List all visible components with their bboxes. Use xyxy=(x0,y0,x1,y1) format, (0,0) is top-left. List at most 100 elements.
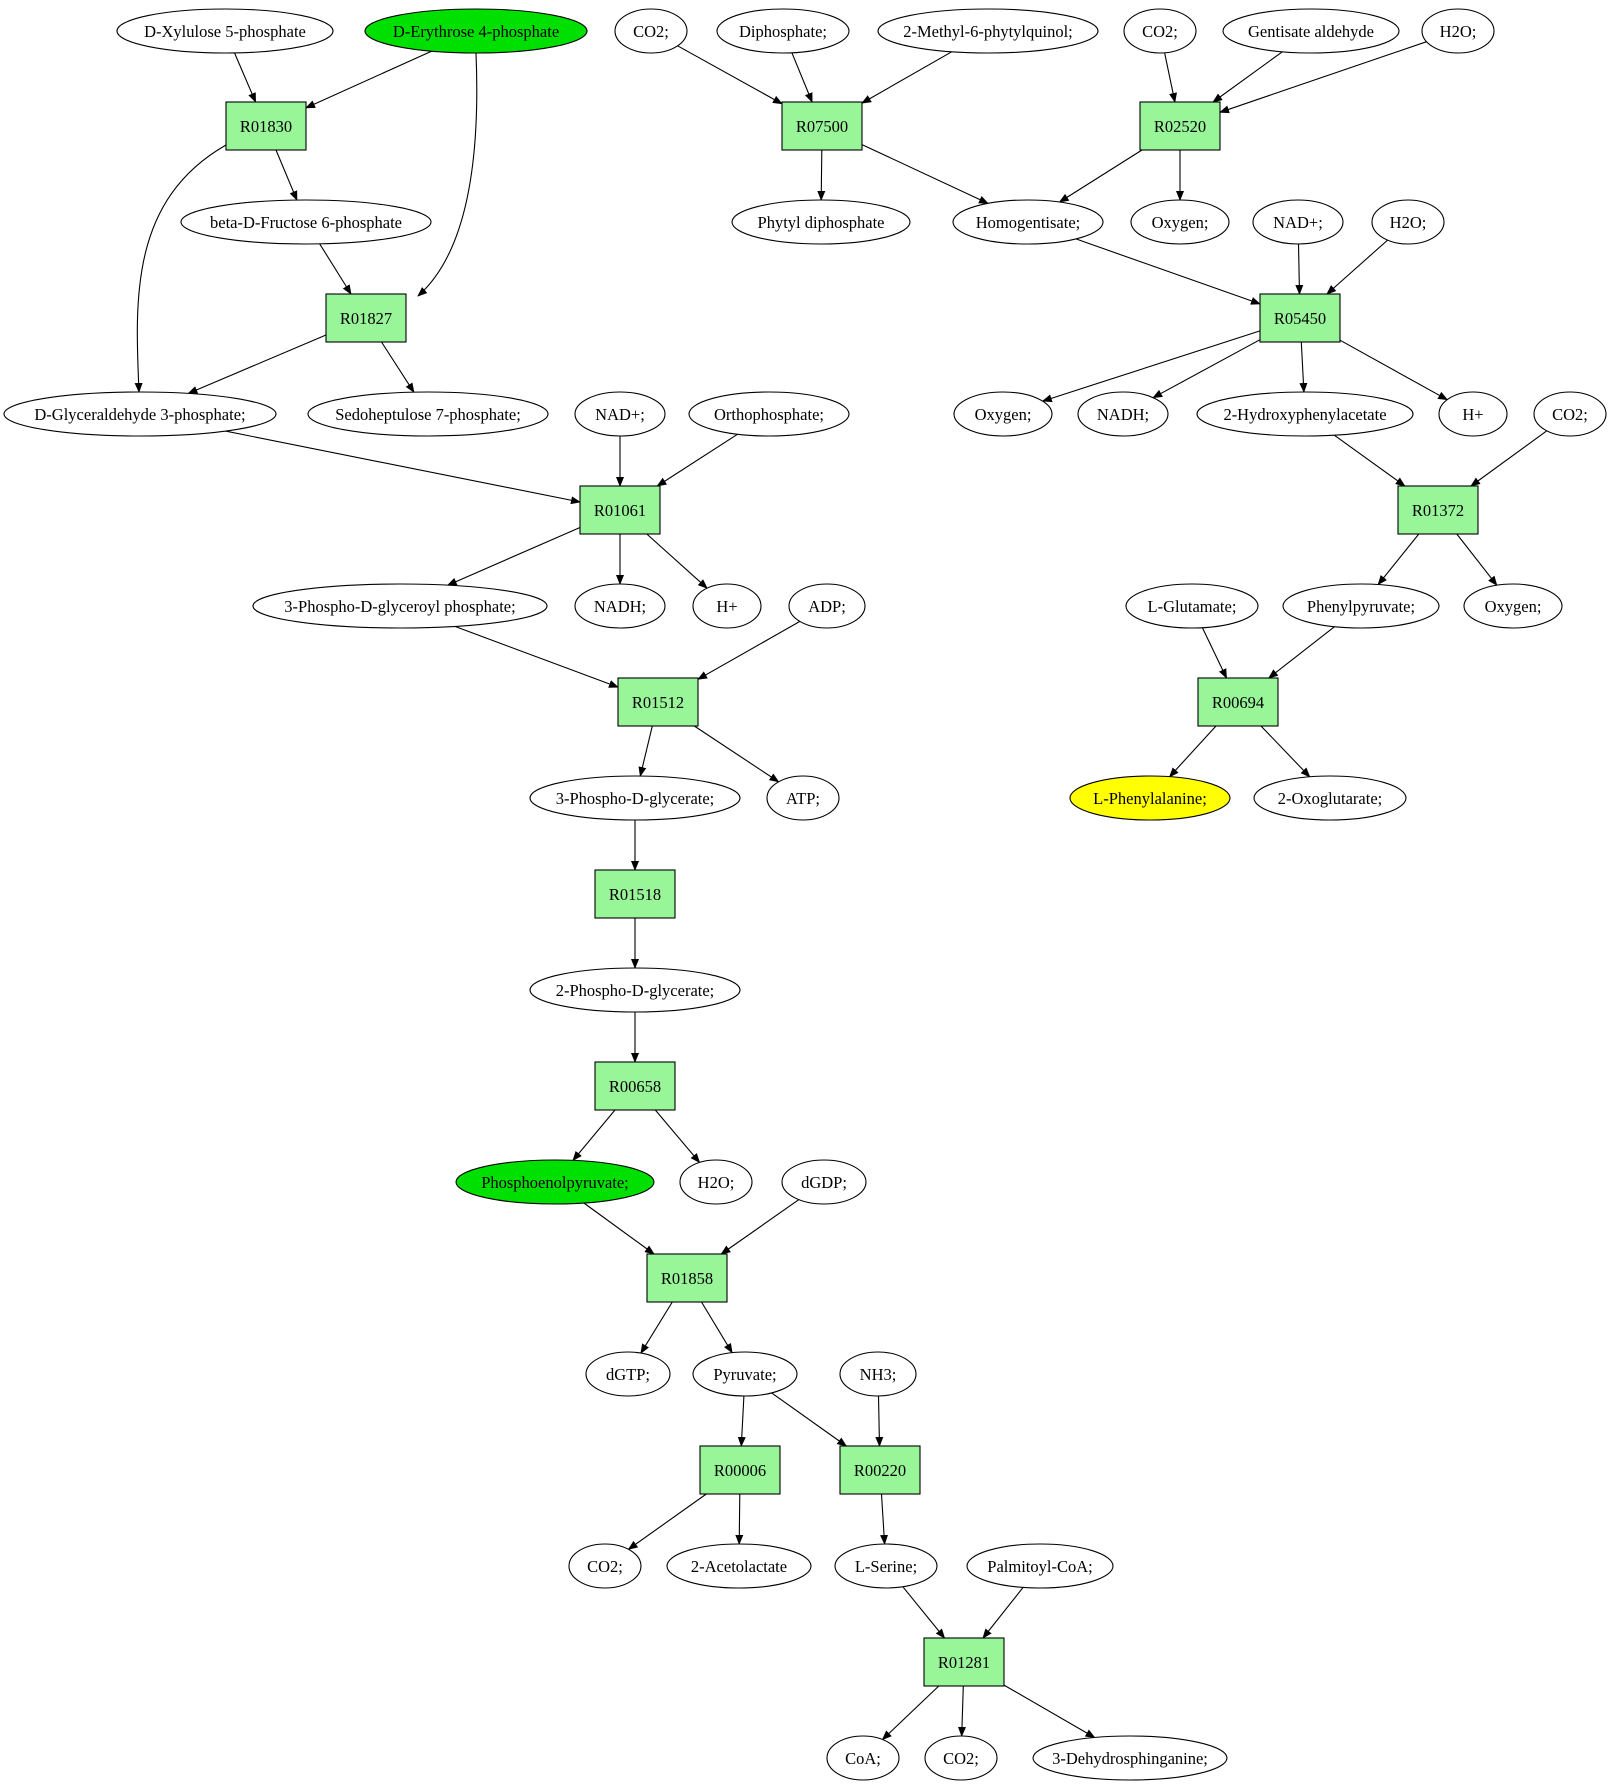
compound-node-oxygen_2[interactable]: Oxygen; xyxy=(953,391,1053,437)
edge-r_R01827-to-c_g3p xyxy=(187,334,327,394)
compound-ellipse xyxy=(952,199,1104,245)
reaction-node-R02520[interactable]: R02520 xyxy=(1139,101,1221,151)
reaction-node-R01281[interactable]: R01281 xyxy=(923,1637,1005,1687)
compound-node-dgtp[interactable]: dGTP; xyxy=(585,1351,671,1397)
reaction-node-R01827[interactable]: R01827 xyxy=(325,293,407,343)
compound-node-methylphytylquinol[interactable]: 2-Methyl-6-phytylquinol; xyxy=(877,8,1099,54)
compound-node-2pg[interactable]: 2-Phospho-D-glycerate; xyxy=(529,967,741,1013)
reaction-node-R01830[interactable]: R01830 xyxy=(225,101,307,151)
compound-ellipse xyxy=(1371,199,1445,245)
compound-node-sedoheptulose7p[interactable]: Sedoheptulose 7-phosphate; xyxy=(307,391,549,437)
compound-ellipse xyxy=(1069,775,1231,821)
compound-node-xylulose5p[interactable]: D-Xylulose 5-phosphate xyxy=(116,8,334,54)
compound-node-coa[interactable]: CoA; xyxy=(826,1735,900,1781)
edge-line xyxy=(902,1586,946,1639)
node-label: R01827 xyxy=(340,309,392,328)
compound-node-nadh_1[interactable]: NADH; xyxy=(574,583,666,629)
compound-ellipse xyxy=(1421,8,1495,54)
compound-ellipse xyxy=(1077,391,1169,437)
compound-ellipse xyxy=(1196,391,1414,437)
edge-c_adp-to-r_R01512 xyxy=(697,620,801,680)
compound-node-co2_1[interactable]: CO2; xyxy=(614,8,688,54)
reaction-node-R00658[interactable]: R00658 xyxy=(594,1061,676,1111)
edge-line xyxy=(701,1301,733,1354)
compound-node-diphosphate[interactable]: Diphosphate; xyxy=(716,8,850,54)
compound-node-co2_3[interactable]: CO2; xyxy=(1533,391,1607,437)
compound-node-oxygen_3[interactable]: Oxygen; xyxy=(1463,583,1563,629)
compound-node-h2o_1[interactable]: H2O; xyxy=(1421,8,1495,54)
reaction-node-R01858[interactable]: R01858 xyxy=(646,1253,728,1303)
compound-node-hplus_1[interactable]: H+ xyxy=(692,583,762,629)
compound-node-homogentisate[interactable]: Homogentisate; xyxy=(952,199,1104,245)
edge-r_R01512-to-c_atp xyxy=(693,725,780,783)
reaction-node-R00006[interactable]: R00006 xyxy=(699,1445,781,1495)
compound-node-co2_5[interactable]: CO2; xyxy=(924,1735,998,1781)
edge-r_R00220-to-c_serine xyxy=(880,1493,889,1545)
reaction-node-R00694[interactable]: R00694 xyxy=(1197,677,1279,727)
reaction-node-R05450[interactable]: R05450 xyxy=(1259,293,1341,343)
compound-node-h2o_2[interactable]: H2O; xyxy=(1371,199,1445,245)
compound-ellipse xyxy=(574,391,666,437)
compound-node-3pg[interactable]: 3-Phospho-D-glycerate; xyxy=(529,775,741,821)
compound-node-oxygen_1[interactable]: Oxygen; xyxy=(1130,199,1230,245)
reaction-node-R07500[interactable]: R07500 xyxy=(781,101,863,151)
compound-node-orthophosphate[interactable]: Orthophosphate; xyxy=(688,391,850,437)
edge-line xyxy=(1168,725,1217,778)
edge-line xyxy=(1295,243,1304,295)
compound-node-glutamate[interactable]: L-Glutamate; xyxy=(1125,583,1259,629)
reaction-node-R01061[interactable]: R01061 xyxy=(579,485,661,535)
compound-node-oxoglutarate[interactable]: 2-Oxoglutarate; xyxy=(1253,775,1407,821)
compound-node-3pgp[interactable]: 3-Phospho-D-glyceroyl phosphate; xyxy=(252,583,548,629)
compound-node-phytyldiphosphate[interactable]: Phytyl diphosphate xyxy=(731,199,911,245)
edge-line xyxy=(1333,434,1406,487)
compound-node-serine[interactable]: L-Serine; xyxy=(834,1543,938,1589)
compound-ellipse xyxy=(716,8,850,54)
node-label: R01858 xyxy=(661,1269,713,1288)
compound-ellipse xyxy=(731,199,911,245)
reaction-node-R01372[interactable]: R01372 xyxy=(1397,485,1479,535)
compound-node-nad_1[interactable]: NAD+; xyxy=(574,391,666,437)
edge-r_R05450-to-c_oxygen_2 xyxy=(1041,330,1261,403)
edge-c_erythrose4p-to-r_R01830 xyxy=(305,50,432,109)
edge-line xyxy=(677,45,783,105)
reaction-node-R01512[interactable]: R01512 xyxy=(617,677,699,727)
compound-node-phenylalanine[interactable]: L-Phenylalanine; xyxy=(1069,775,1231,821)
reaction-node-R00220[interactable]: R00220 xyxy=(839,1445,921,1495)
compound-node-g3p[interactable]: D-Glyceraldehyde 3-phosphate; xyxy=(3,391,277,437)
node-label: R00006 xyxy=(714,1461,766,1480)
compound-node-phenylpyruvate[interactable]: Phenylpyruvate; xyxy=(1282,583,1440,629)
compound-node-palmitoylcoa[interactable]: Palmitoyl-CoA; xyxy=(966,1543,1114,1589)
compound-node-h2o_3[interactable]: H2O; xyxy=(679,1159,753,1205)
compound-node-dgdp[interactable]: dGDP; xyxy=(781,1159,867,1205)
compound-node-fructose6p[interactable]: beta-D-Fructose 6-phosphate xyxy=(180,199,432,245)
compound-node-nad_2[interactable]: NAD+; xyxy=(1252,199,1344,245)
compound-node-co2_2[interactable]: CO2; xyxy=(1123,8,1197,54)
node-label: beta-D-Fructose 6-phosphate xyxy=(210,213,402,232)
compound-node-pep[interactable]: Phosphoenolpyruvate; xyxy=(455,1159,655,1205)
compound-node-nadh_2[interactable]: NADH; xyxy=(1077,391,1169,437)
compound-node-pyruvate[interactable]: Pyruvate; xyxy=(692,1351,798,1397)
edge-line xyxy=(982,1587,1024,1639)
compound-node-atp[interactable]: ATP; xyxy=(766,775,840,821)
compound-node-gentisatealdehyde[interactable]: Gentisate aldehyde xyxy=(1222,8,1400,54)
compound-ellipse xyxy=(953,391,1053,437)
compound-node-acetolactate[interactable]: 2-Acetolactate xyxy=(666,1543,812,1589)
compound-node-hydroxyphenylacetate[interactable]: 2-Hydroxyphenylacetate xyxy=(1196,391,1414,437)
edge-line xyxy=(1470,430,1548,487)
compound-node-hplus_2[interactable]: H+ xyxy=(1438,391,1508,437)
edge-r_R07500-to-c_homogentisate xyxy=(861,144,989,204)
compound-ellipse xyxy=(1252,199,1344,245)
compound-ellipse xyxy=(585,1351,671,1397)
edge-c_pyruvate-to-r_R00006 xyxy=(737,1395,746,1447)
compound-node-nh3[interactable]: NH3; xyxy=(839,1351,917,1397)
compound-node-erythrose4p[interactable]: D-Erythrose 4-phosphate xyxy=(364,8,588,54)
compound-ellipse xyxy=(766,775,840,821)
compound-node-adp[interactable]: ADP; xyxy=(788,583,866,629)
edge-line xyxy=(1152,339,1261,399)
edge-line xyxy=(275,149,298,202)
compound-node-dehydrosphinganine[interactable]: 3-Dehydrosphinganine; xyxy=(1032,1735,1228,1781)
reaction-node-R01518[interactable]: R01518 xyxy=(594,869,676,919)
compound-node-co2_4[interactable]: CO2; xyxy=(568,1543,642,1589)
compound-ellipse xyxy=(877,8,1099,54)
compound-ellipse xyxy=(455,1159,655,1205)
